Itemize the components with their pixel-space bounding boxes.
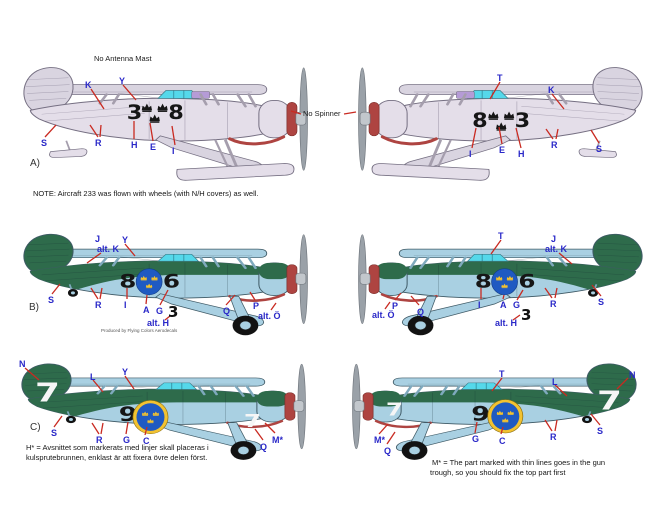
callout-r: R (550, 432, 557, 442)
svg-text:9: 9 (119, 403, 138, 426)
callout-t: T (497, 73, 503, 83)
svg-text:8: 8 (119, 271, 136, 292)
no-spinner-note: No Spinner (303, 109, 341, 118)
aircraft-profile-c-right: 7 9 7 (316, 356, 652, 470)
alt-code-sample: 3 (168, 303, 179, 321)
svg-text:6: 6 (163, 271, 180, 292)
callout-k: K (548, 85, 555, 95)
svg-text:6: 6 (518, 271, 535, 292)
callout-a: A (143, 305, 150, 315)
m-note-line2: trough, so you should fix the top part f… (430, 468, 566, 477)
svg-text:3: 3 (127, 100, 143, 123)
svg-text:7: 7 (35, 378, 60, 408)
callout-alt-k: alt. K (545, 244, 568, 254)
h-note-line1: H* = Avsnittet som markerats med linjer … (26, 443, 209, 452)
callout-c: C (499, 436, 506, 446)
no-antenna-mast-note: No Antenna Mast (94, 54, 152, 63)
callout-i: I (172, 146, 175, 156)
callout-alt-o: alt. Ö (258, 311, 281, 321)
callout-y: Y (122, 367, 129, 377)
alt-code-sample: 3 (521, 306, 532, 324)
callout-r: R (551, 140, 558, 150)
callout-e: E (150, 142, 157, 152)
callout-s: S (596, 144, 603, 154)
svg-text:8: 8 (475, 271, 492, 292)
callout-alt-h: alt. H (147, 318, 170, 328)
svg-text:9: 9 (471, 402, 490, 425)
callout-r: R (550, 299, 557, 309)
row-marker-a: A) (30, 158, 40, 169)
callout-m: M* (272, 435, 283, 445)
callout-n: N (19, 359, 26, 369)
svg-text:7: 7 (597, 386, 622, 416)
callout-j: J (95, 234, 101, 244)
m-note-line1: M* = The part marked with thin lines goe… (432, 458, 606, 467)
callout-l: L (552, 377, 558, 387)
callout-h: H (131, 140, 138, 150)
callout-m: M* (374, 435, 385, 445)
callout-g: G (513, 300, 521, 310)
svg-text:7: 7 (386, 400, 403, 421)
callout-p: P (392, 301, 399, 311)
callout-y: Y (119, 76, 126, 86)
callout-r: R (95, 300, 102, 310)
callout-q: Q (223, 306, 231, 316)
note-row-a: NOTE: Aircraft 233 was flown with wheels… (33, 189, 259, 198)
callout-t: T (498, 231, 504, 241)
callout-s: S (41, 138, 48, 148)
callout-p: P (253, 301, 260, 311)
watermark: Produced by Flying Colors Aerodecals (101, 328, 178, 333)
callout-alt-o: alt. Ö (372, 310, 395, 320)
callout-alt-k: alt. K (97, 244, 120, 254)
callout-t: T (499, 369, 505, 379)
callout-c: C (143, 436, 150, 446)
callout-h: H (518, 149, 525, 159)
callout-e: E (499, 145, 506, 155)
callout-g: G (472, 434, 480, 444)
svg-text:8: 8 (472, 108, 488, 131)
callout-alt-h: alt. H (495, 318, 518, 328)
callout-i: I (478, 300, 481, 310)
callout-j: J (551, 234, 557, 244)
row-marker-c: C) (30, 422, 41, 433)
callout-q: Q (384, 446, 392, 456)
callout-q: Q (417, 307, 425, 317)
callout-a: A (500, 300, 507, 310)
svg-text:8: 8 (168, 100, 184, 123)
callout-q: Q (260, 442, 268, 452)
callout-k: K (85, 80, 92, 90)
callout-s: S (597, 426, 604, 436)
callout-r: R (95, 138, 102, 148)
callout-g: G (156, 306, 164, 316)
callout-g: G (123, 435, 131, 445)
callout-i: I (469, 149, 472, 159)
callout-y: Y (122, 235, 129, 245)
callout-i: I (124, 300, 127, 310)
svg-text:3: 3 (515, 108, 531, 131)
h-note-line2: kulsprutebrunnen, enklast är att fixera … (26, 453, 208, 462)
svg-text:7: 7 (244, 411, 261, 432)
callout-n: N (629, 370, 636, 380)
callout-s: S (51, 428, 58, 438)
callout-s: S (598, 297, 605, 307)
plane-c-right-svg: 7 9 7 (352, 363, 637, 460)
callout-s: S (48, 295, 55, 305)
callout-l: L (90, 372, 96, 382)
callout-r: R (96, 435, 103, 445)
row-marker-b: B) (29, 302, 39, 313)
